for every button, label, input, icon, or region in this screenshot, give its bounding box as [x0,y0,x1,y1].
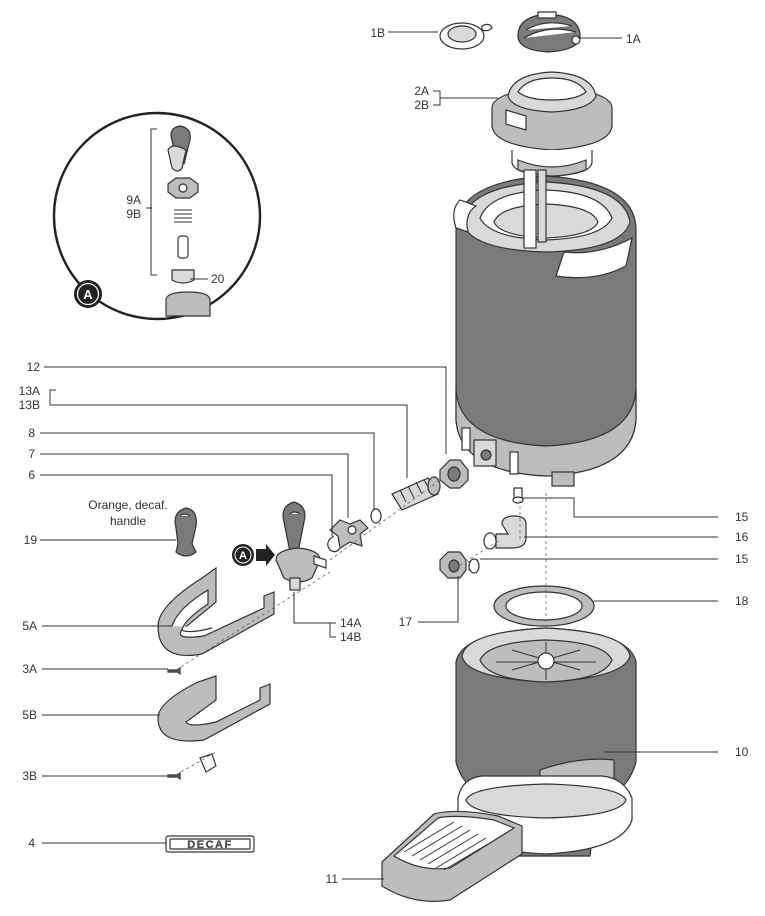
callout-5a: 5A [22,619,37,633]
callout-3b: 3B [22,769,37,783]
callout-18: 18 [735,594,749,608]
callout-20: 20 [211,272,225,286]
part-7-wing-nut [329,519,369,549]
part-5b-cup-holder [157,675,271,773]
part-16-elbow [483,515,527,550]
part-8-o-ring [370,508,382,524]
callout-14b: 14B [340,630,361,644]
callout-19: 19 [24,533,38,547]
callout-16: 16 [735,530,749,544]
callout-12: 12 [27,360,41,374]
part-13-valve-body [391,476,441,511]
part-1b-small-lid [439,22,493,50]
callout-9a: 9A [126,193,141,207]
part-15-upper-fitting [512,487,524,504]
part-4-decaf-plate: DECAF [165,835,255,853]
callout-1b: 1B [370,26,385,40]
assembly-axis-lines [175,479,547,776]
callout-11: 11 [326,872,339,886]
callout-2a: 2A [414,84,429,98]
part-1a-lid [517,11,581,53]
part-main-tank [453,169,637,487]
callout-15-lower: 15 [735,552,749,566]
callout-15-upper: 15 [735,510,749,524]
part-18-gasket [493,585,595,627]
part-10-base [455,627,637,857]
part-17-hex-nut [439,551,467,579]
part-6-clip [327,535,341,553]
callout-14a: 14A [340,616,361,630]
faucet-marker-a-badge: A [232,544,275,566]
detail-marker-a-badge: A [74,280,102,308]
part-12-nut [439,459,469,489]
detail-a-circle [52,111,262,321]
part-19-decaf-handle [174,507,197,557]
part-11-drip-tray [381,810,523,902]
callout-1a: 1A [626,32,641,46]
callout-labels: 1B 1A 2A 2B 9A 9B 20 12 13A 13B 8 7 6 19… [19,26,749,886]
leader-lines [40,31,718,880]
detail-marker-a-text: A [83,287,93,302]
part-3b-screw [167,771,181,781]
part-14-faucet [275,501,327,591]
callout-13b: 13B [19,398,40,412]
callout-2b: 2B [414,98,429,112]
callout-10: 10 [735,745,749,759]
callout-5b: 5B [22,708,37,722]
handle-note-line-1: Orange, decaf. [88,498,167,512]
part-2-brew-basket [491,71,613,177]
callout-9b: 9B [126,207,141,221]
callout-17: 17 [399,615,413,629]
callout-8: 8 [28,426,35,440]
callout-4: 4 [28,836,35,850]
faucet-marker-a-text: A [239,550,247,562]
part-5a-cup-holder [157,566,275,656]
callout-6: 6 [28,468,35,482]
handle-note-line-2: handle [110,514,146,528]
callout-13a: 13A [19,384,40,398]
arrow-right-icon [256,544,275,566]
part-15-lower-spring [467,558,480,574]
part-3a-screw [167,666,181,676]
handle-note: Orange, decaf. handle [88,498,167,528]
decaf-plate-text: DECAF [187,839,232,851]
callout-3a: 3A [22,662,37,676]
callout-7: 7 [28,447,35,461]
